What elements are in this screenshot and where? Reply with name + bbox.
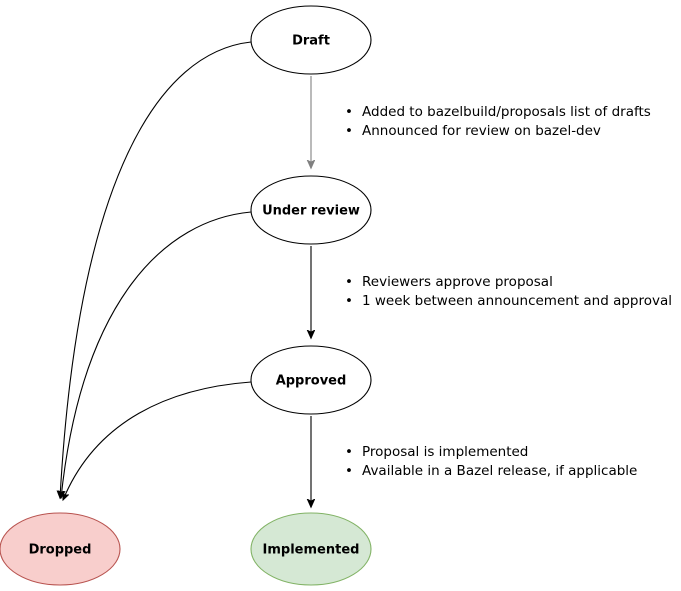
edge-approved-to-dropped [63,381,252,500]
list-item: •Added to bazelbuild/proposals list of d… [345,104,651,120]
node-under-review[interactable]: Under review [250,175,372,245]
node-approved-shape [250,345,372,415]
node-implemented-shape [250,512,372,586]
list-item: •1 week between announcement and approva… [345,293,673,309]
node-implemented[interactable]: Implemented [250,512,372,586]
edge-draft-to-dropped [60,41,252,498]
node-draft-shape [250,5,372,75]
list-item: •Announced for review on bazel-dev [345,123,601,139]
edge-under-review-to-dropped [61,211,252,498]
list-item: •Reviewers approve proposal [345,274,553,290]
list-item: •Proposal is implemented [345,444,529,460]
node-dropped-label: Dropped [29,543,92,558]
bullet-icon: • [345,463,353,479]
bullet-icon: • [345,274,353,290]
node-approved[interactable]: Approved [250,345,372,415]
edge-label-under-review-to-approved: •Reviewers approve proposal •1 week betw… [345,273,672,311]
node-approved-label: Approved [276,374,347,389]
edge-label-approved-to-implemented: •Proposal is implemented •Available in a… [345,443,637,481]
bullet-icon: • [345,123,353,139]
node-implemented-label: Implemented [263,543,360,558]
node-dropped[interactable]: Dropped [0,512,121,586]
list-item: •Available in a Bazel release, if applic… [345,463,638,479]
node-draft-label: Draft [292,34,330,49]
node-dropped-shape [0,512,121,586]
bullet-icon: • [345,104,353,120]
node-under-review-label: Under review [262,204,360,219]
node-draft[interactable]: Draft [250,5,372,75]
node-under-review-shape [250,175,372,245]
edge-label-draft-to-under-review: •Added to bazelbuild/proposals list of d… [345,103,651,141]
bullet-icon: • [345,444,353,460]
bullet-icon: • [345,293,353,309]
